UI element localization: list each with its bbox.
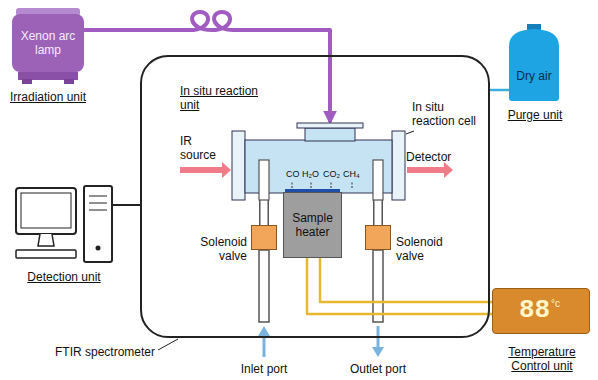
monitor-stand <box>38 234 54 246</box>
dry-outline <box>503 24 565 102</box>
solenoid-valve: Solenoid valve <box>251 225 277 250</box>
detector-beam-arrow <box>407 162 453 178</box>
molecule-label: CO <box>286 169 300 180</box>
inlet-flow-arrowhead <box>258 326 270 336</box>
purge-line-path <box>490 89 509 92</box>
leader-line <box>406 131 414 134</box>
port-label: Inlet port <box>229 362 299 376</box>
molecule-label: CH₄ <box>343 169 360 180</box>
gas-release-mark <box>352 181 353 188</box>
monitor-screen <box>21 193 71 228</box>
xenon-lamp: Xenon arc lamp <box>12 8 84 84</box>
window-flange <box>232 131 245 200</box>
unit-label: Irradiation unit <box>0 90 96 104</box>
solenoid-valve: Solenoid valve <box>365 225 391 250</box>
cell-neck <box>305 128 355 141</box>
gas-release-mark <box>331 181 332 188</box>
gas-release-mark <box>292 181 293 188</box>
purge-line <box>490 90 509 91</box>
lamp-name: Xenon arc lamp <box>16 29 80 57</box>
ir-beam-arrow <box>180 162 231 178</box>
unit-label: Temperature Control unit <box>494 345 590 373</box>
cell-outline <box>232 123 405 200</box>
computer-tower <box>84 186 112 262</box>
data-cable <box>112 204 140 206</box>
gas-cylinder <box>509 29 559 101</box>
valve-name: Solenoid valve <box>396 235 454 263</box>
cell-name: In situ reaction cell <box>412 100 488 128</box>
sample-heater: Sample heater <box>283 192 342 258</box>
inlet-tube <box>259 250 269 322</box>
lamp-foot <box>22 79 32 84</box>
dry-air-cylinder: Dry air <box>503 24 565 102</box>
heater-wire-path <box>307 258 492 314</box>
gas-tube <box>378 200 379 225</box>
gas-rod <box>259 160 269 200</box>
unit-label: Purge unit <box>500 108 570 122</box>
optical-fiber-path <box>84 12 330 122</box>
heater-wire <box>307 258 492 314</box>
temperature-display: 88°c <box>492 288 590 334</box>
part-label: Detector <box>406 150 466 164</box>
temperature-reading: 88 <box>519 295 550 325</box>
device-name: FTIR spectrometer <box>55 345 167 359</box>
molecule-label: H₂O <box>302 169 319 180</box>
leader-line <box>158 339 178 350</box>
keyboard <box>16 250 76 258</box>
unit-label: Detection unit <box>14 270 114 284</box>
outlet-flow-arrowhead <box>372 347 384 357</box>
tube-bore <box>375 200 382 225</box>
molecule-label: CO₂ <box>323 169 340 180</box>
lamp-foot <box>64 79 74 84</box>
outlet-tube <box>373 250 383 322</box>
lamp-body <box>12 14 84 72</box>
lamp-base <box>18 72 78 80</box>
tube-bore <box>261 200 268 225</box>
tube-wall <box>373 200 383 225</box>
tube-wall <box>259 200 269 225</box>
valve-name: Solenoid valve <box>191 235 247 263</box>
monitor <box>16 188 76 234</box>
window-flange <box>392 131 405 200</box>
temperature-unit: °c <box>551 298 560 310</box>
reaction-cell: In situ reaction cell <box>232 123 405 200</box>
optical-fiber <box>84 12 330 122</box>
part-label: IR source <box>180 134 225 162</box>
unit-label: In situ reaction unit <box>180 84 260 112</box>
gas-name: Dry air <box>503 69 565 83</box>
heater-wire-path <box>320 258 492 302</box>
cell-window-cap <box>297 123 363 128</box>
port-label: Outlet port <box>343 362 413 376</box>
gas-tube <box>264 200 265 225</box>
gas-release-mark <box>311 181 312 188</box>
tower-slots <box>89 196 107 210</box>
gas-rod <box>373 160 383 200</box>
power-button <box>96 246 101 251</box>
heater-name: Sample heater <box>284 211 341 239</box>
